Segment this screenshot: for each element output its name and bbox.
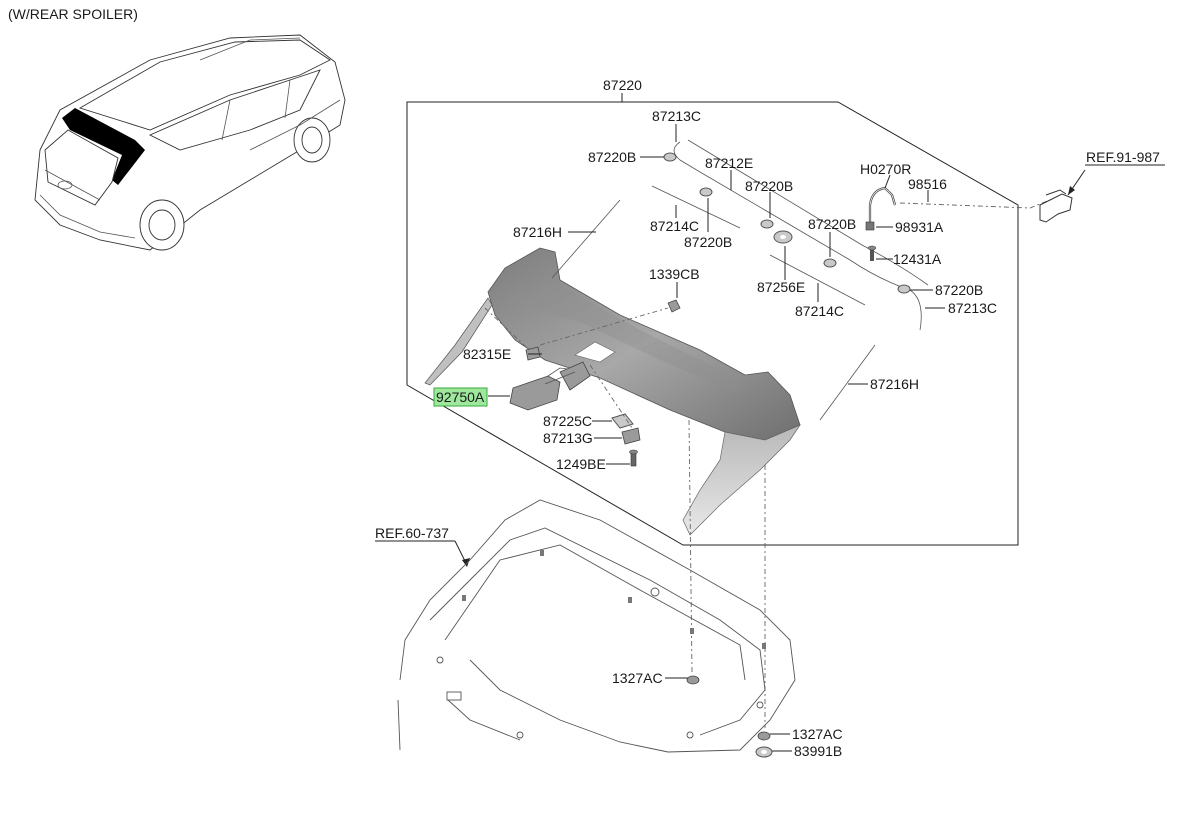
spoiler-highlight xyxy=(62,108,145,185)
part-label-87212E: 87212E xyxy=(705,155,753,171)
variant-note: (W/REAR SPOILER) xyxy=(8,6,138,22)
part-label-12431A: 12431A xyxy=(893,251,942,267)
highlighted-part-92750A[interactable]: 92750A xyxy=(433,387,488,407)
part-label-87214C-1: 87214C xyxy=(650,218,699,234)
washer-hose-assembly xyxy=(865,164,1165,261)
part-label-98516: 98516 xyxy=(908,176,947,192)
part-label-87213C-right: 87213C xyxy=(948,300,997,316)
ref-label-wiring: REF.91-987 xyxy=(1086,149,1160,165)
tailgate-fasteners xyxy=(686,675,773,758)
part-label-87216H-left: 87216H xyxy=(513,224,562,240)
part-label-1339CB: 1339CB xyxy=(649,266,700,282)
tailgate xyxy=(397,499,796,753)
washer-87220B-5 xyxy=(897,284,911,294)
part-label-87220B-4: 87220B xyxy=(808,216,856,232)
part-label-87213C-top: 87213C xyxy=(652,108,701,124)
lamp-assembly xyxy=(509,346,641,467)
part-labels: 87213C 87220B 87212E 87220B H0270R 98516… xyxy=(375,108,1160,759)
assembly-frame: 87220 xyxy=(406,77,1019,546)
washers xyxy=(663,152,911,294)
part-label-1327AC-2: 1327AC xyxy=(792,726,843,742)
part-label-87220B-3: 87220B xyxy=(684,234,732,250)
part-label-1249BE: 1249BE xyxy=(556,456,606,472)
nut-1339CB xyxy=(667,299,681,313)
part-label-83991B: 83991B xyxy=(794,743,842,759)
washer-87220B-4 xyxy=(823,258,837,268)
washer-87220B-1 xyxy=(663,152,677,162)
leader-lines xyxy=(375,124,945,752)
part-label-87225C: 87225C xyxy=(543,413,592,429)
part-label-87220B-5: 87220B xyxy=(935,282,983,298)
part-label-1327AC-1: 1327AC xyxy=(612,670,663,686)
vehicle-thumbnail xyxy=(34,34,346,251)
part-label-H0270R: H0270R xyxy=(860,161,911,177)
part-label-87214C-2: 87214C xyxy=(795,303,844,319)
part-label-92750A: 92750A xyxy=(436,389,485,405)
part-label-87213G: 87213G xyxy=(543,430,593,446)
washer-87220B-2 xyxy=(699,187,713,197)
part-label-87220B-1: 87220B xyxy=(588,149,636,165)
washer-87220B-3 xyxy=(760,219,774,229)
cover-strips xyxy=(651,139,929,331)
part-label-87216H-right: 87216H xyxy=(870,376,919,392)
part-label-98931A: 98931A xyxy=(895,219,944,235)
part-label-87256E: 87256E xyxy=(757,279,805,295)
part-label-87220B-2: 87220B xyxy=(745,178,793,194)
highlight-box xyxy=(433,387,488,407)
part-label-87220: 87220 xyxy=(603,77,642,93)
spoiler-body xyxy=(424,247,801,536)
part-label-82315E: 82315E xyxy=(463,346,511,362)
ref-label-tailgate: REF.60-737 xyxy=(375,525,449,541)
